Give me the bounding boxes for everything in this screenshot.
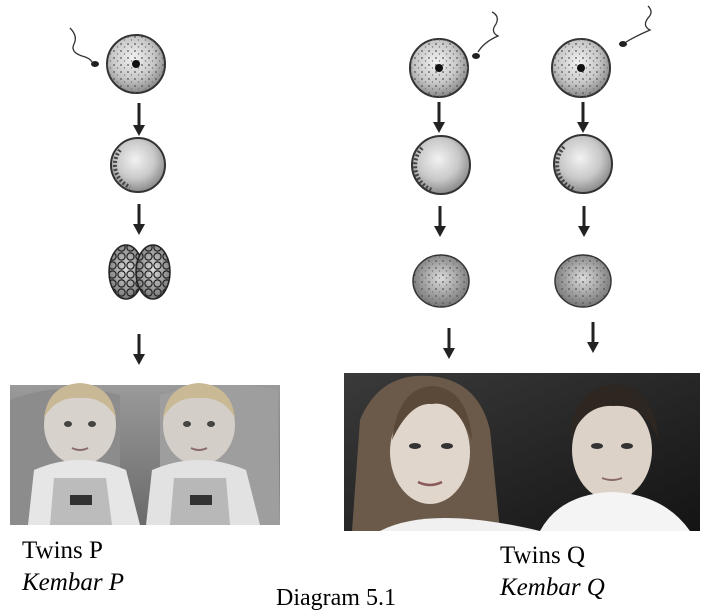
diagram-caption: Diagram 5.1 — [276, 585, 396, 611]
arrow-icon — [433, 102, 445, 133]
twins-p-photo — [10, 383, 280, 525]
arrow-icon — [443, 328, 455, 359]
cell-icon — [411, 135, 471, 195]
sperm-icon — [472, 11, 500, 59]
twins-p-column — [69, 27, 171, 365]
splitting-embryo-icon — [108, 244, 171, 300]
zygote-icon — [106, 34, 166, 94]
morula-icon — [412, 254, 470, 308]
arrow-icon — [577, 102, 589, 133]
twins-q-label-malay: Kembar Q — [500, 574, 605, 601]
arrow-icon — [578, 206, 590, 237]
twins-q-column-1 — [409, 11, 500, 359]
arrow-icon — [133, 204, 145, 235]
arrow-icon — [133, 103, 145, 136]
morula-icon — [554, 254, 612, 308]
twins-p-label: Twins P — [22, 537, 103, 564]
twins-q-label: Twins Q — [500, 542, 586, 569]
arrow-icon — [133, 334, 145, 365]
twins-q-photo — [344, 373, 700, 531]
zygote-icon — [409, 38, 469, 98]
sperm-icon — [619, 5, 652, 47]
sperm-icon — [69, 27, 99, 67]
cell-icon — [553, 134, 613, 194]
twins-q-column-2 — [551, 5, 652, 353]
cell-icon — [110, 137, 166, 193]
twins-p-label-malay: Kembar P — [22, 569, 125, 596]
arrow-icon — [434, 206, 446, 237]
zygote-icon — [551, 38, 611, 98]
arrow-icon — [587, 322, 599, 353]
